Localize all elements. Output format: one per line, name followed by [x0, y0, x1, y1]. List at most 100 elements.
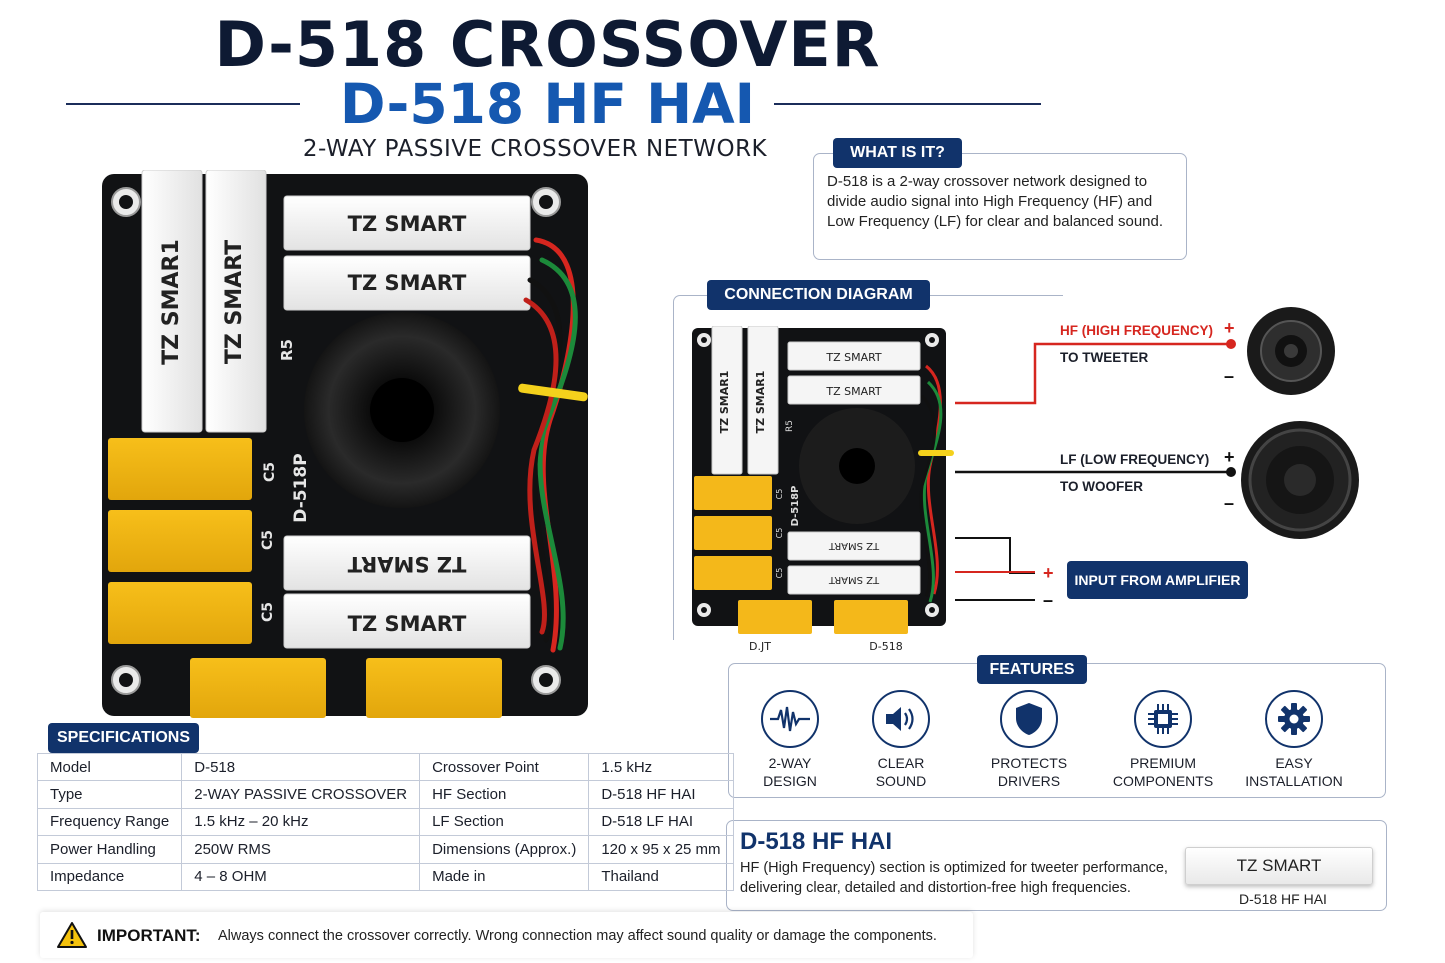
spec-label-cell: LF Section: [419, 807, 590, 837]
small-resistor-t2-label: TZ SMART: [825, 385, 882, 398]
chip-icon: [1134, 690, 1192, 748]
feature-protects-drivers: PROTECTS DRIVERS: [969, 690, 1089, 790]
spec-value-cell: 1.5 kHz: [588, 752, 734, 782]
spec-value-cell: D-518 HF HAI: [588, 780, 734, 809]
spec-label-cell: HF Section: [419, 780, 590, 809]
small-cap-label-right: D-518: [869, 640, 902, 653]
specifications-heading: SPECIFICATIONS: [48, 723, 199, 753]
hf-section-title: D-518 HF HAI: [740, 828, 893, 855]
small-board-photo: TZ SMAR1 TZ SMAR1 TZ SMART TZ SMART R5 D…: [690, 325, 955, 656]
resistor-bottom-1-label: TZ SMART: [347, 552, 466, 576]
woofer-minus: –: [1224, 493, 1235, 513]
page-subtitle: D-518 HF HAI: [339, 72, 756, 136]
title-rule-right: [774, 103, 1041, 105]
feature-4-line2: COMPONENTS: [1112, 773, 1214, 789]
important-bar: [40, 912, 973, 958]
hf-section-text: HF (High Frequency) section is optimized…: [740, 860, 1168, 896]
spec-label-cell: Frequency Range: [36, 807, 183, 837]
feature-2-line1: CLEAR: [877, 755, 925, 771]
spec-label-cell: Impedance: [36, 862, 183, 891]
feature-easy-installation: EASY INSTALLATION: [1234, 690, 1354, 790]
connection-wires: [955, 300, 1285, 620]
what-is-it-heading: WHAT IS IT?: [833, 138, 962, 168]
spec-value-cell: D-518: [181, 752, 421, 782]
spec-value-cell: 250W RMS: [181, 835, 421, 864]
spec-value-cell: D-518 LF HAI: [588, 807, 734, 837]
small-c-marking-2: C5: [775, 528, 784, 539]
tweeter-minus: –: [1224, 366, 1235, 386]
feature-5-line1: EASY: [1275, 755, 1313, 771]
c-marking-2: C5: [260, 530, 276, 550]
features-heading: FEATURES: [977, 655, 1087, 684]
c-marking-1: C5: [262, 462, 278, 482]
resistor-vertical-2-label: TZ SMART: [222, 240, 247, 364]
connection-diagram-heading: CONNECTION DIAGRAM: [707, 280, 930, 310]
spec-value-cell: 2-WAY PASSIVE CROSSOVER: [181, 780, 421, 809]
small-resistor-b1-label: TZ SMART: [828, 540, 880, 551]
input-from-amplifier-label: INPUT FROM AMPLIFIER: [1067, 561, 1248, 599]
lf-label: LF (LOW FREQUENCY): [1060, 452, 1210, 467]
feature-3-line2: DRIVERS: [997, 773, 1061, 789]
spec-label-cell: Dimensions (Approx.): [419, 835, 590, 864]
title-rule-left: [66, 103, 300, 105]
model-marking: D-518P: [291, 453, 311, 522]
gear-icon: [1265, 690, 1323, 748]
feature-3-line1: PROTECTS: [990, 755, 1068, 771]
feature-5-line2: INSTALLATION: [1245, 773, 1343, 789]
small-r-marking: R5: [785, 420, 795, 432]
tweeter-plus: +: [1224, 318, 1235, 338]
feature-1-line1: 2-WAY: [768, 755, 812, 771]
small-resistor-v1-label: TZ SMAR1: [718, 371, 731, 434]
feature-1-line2: DESIGN: [763, 773, 817, 789]
spec-value-cell: 120 x 95 x 25 mm: [588, 835, 734, 864]
feature-2-line2: SOUND: [875, 773, 927, 789]
feature-premium-components: PREMIUM COMPONENTS: [1103, 690, 1223, 790]
lf-target: TO WOOFER: [1060, 479, 1143, 494]
woofer-icon: [1240, 420, 1360, 540]
crossover-board-photo: TZ SMAR1 TZ SMART TZ SMART TZ SMART R5 D…: [98, 169, 592, 720]
hf-resistor-chip: TZ SMART: [1185, 847, 1373, 885]
tweeter-icon: [1245, 305, 1337, 397]
spec-value-cell: 4 – 8 OHM: [181, 862, 421, 891]
small-c-marking-3: C5: [775, 568, 784, 579]
speaker-icon: [872, 690, 930, 748]
small-resistor-v2-label: TZ SMAR1: [754, 371, 767, 434]
hf-label: HF (HIGH FREQUENCY): [1060, 323, 1213, 338]
spec-value-cell: Thailand: [588, 862, 734, 891]
feature-4-line1: PREMIUM: [1129, 755, 1197, 771]
small-resistor-t1-label: TZ SMART: [825, 351, 882, 364]
spec-label-cell: Crossover Point: [419, 752, 590, 782]
feature-2-way-design: 2-WAY DESIGN: [730, 690, 850, 790]
what-is-it-box: [813, 153, 1187, 260]
small-resistor-b2-label: TZ SMART: [828, 574, 880, 585]
woofer-plus: +: [1224, 447, 1235, 467]
spec-label-cell: Power Handling: [36, 835, 183, 864]
resistor-vertical-1-label: TZ SMAR1: [159, 239, 184, 365]
spec-label-cell: Type: [36, 780, 183, 809]
feature-clear-sound: CLEAR SOUND: [841, 690, 961, 790]
what-is-it-text: D-518 is a 2-way crossover network desig…: [827, 173, 1164, 230]
important-text: Always connect the crossover correctly. …: [218, 928, 937, 944]
waveform-icon: [761, 690, 819, 748]
input-plus: +: [1043, 563, 1054, 583]
important-label: IMPORTANT:: [97, 926, 201, 945]
spec-value-cell: 1.5 kHz – 20 kHz: [181, 807, 421, 837]
hf-chip-caption: D-518 HF HAI: [1239, 891, 1327, 907]
hf-target: TO TWEETER: [1060, 350, 1149, 365]
small-cap-label-left: D.JT: [749, 640, 771, 653]
resistor-bottom-2-label: TZ SMART: [348, 612, 467, 636]
tagline: 2-WAY PASSIVE CROSSOVER NETWORK: [302, 136, 768, 162]
input-minus: –: [1043, 590, 1054, 610]
resistor-top-2-label: TZ SMART: [348, 271, 467, 295]
spec-label-cell: Made in: [419, 862, 590, 891]
small-c-marking-1: C5: [775, 489, 784, 500]
c-marking-3: C5: [260, 602, 276, 622]
warning-icon: [56, 921, 88, 949]
small-model-marking: D-518P: [790, 486, 801, 527]
